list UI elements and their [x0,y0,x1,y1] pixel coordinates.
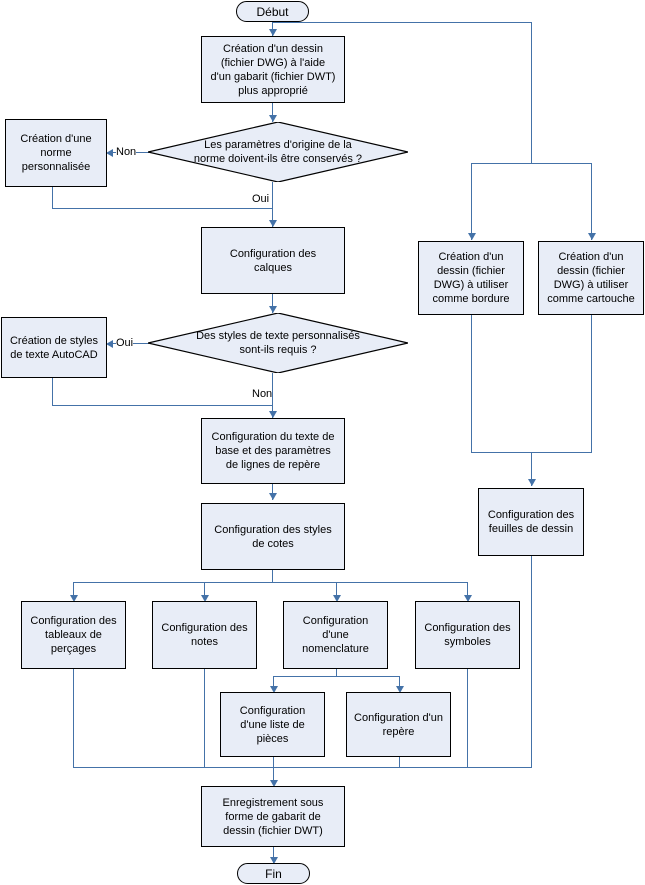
node-autocad-text-styles[interactable]: Création de styles de texte AutoCAD [1,317,107,378]
connector-textstyles-to-main [52,405,273,406]
node-config-holetables[interactable]: Configuration des tableaux de perçages [21,601,126,669]
arrowhead-to-border-dwg [468,233,476,240]
node-start[interactable]: Début [236,1,309,22]
diamond-shape-textstyles [148,313,408,373]
arrowhead-to-titleblock-dwg [588,233,596,240]
connector-split-to-bom [336,582,337,600]
node-decision-textstyles-label: Des styles de texte personnalisés sont-i… [196,330,360,356]
arrowhead-basetext-to-dimstyles [269,493,277,500]
connector-split-to-balloon [399,676,400,691]
arrowhead-split-to-partslist [270,686,278,693]
arrowhead-split-to-bom [333,595,341,602]
node-config-bom[interactable]: Configuration d'une nomenclature [283,601,388,669]
connector-save-to-end [273,847,274,863]
connector-layers-to-decision2 [272,294,273,313]
node-config-dimstyles[interactable]: Configuration des styles de cotes [201,503,345,570]
connector-symbols-down [467,669,468,768]
arrowhead-save-to-end [270,857,278,864]
node-config-notes[interactable]: Configuration des notes [152,601,257,669]
connector-split-to-partslist [273,676,274,691]
arrowhead-split-to-holetables [70,595,78,602]
node-config-symbols[interactable]: Configuration des symboles [415,601,520,669]
arrowhead-decision2-non [269,411,277,418]
node-config-partslist[interactable]: Configuration d'une liste de pièces [220,692,325,757]
connector-bottom-merge-bar [73,767,532,768]
connector-decision2-non [272,373,273,418]
connector-textstyles-down [52,378,53,405]
arrowhead-decision1-oui [269,220,277,227]
node-create-dwg[interactable]: Création d'un dessin (fichier DWG) à l'a… [201,36,345,103]
connector-notes-down [204,669,205,768]
connector-holetables-down [73,669,74,768]
connector-border-down [471,315,472,452]
arrowhead-decision2-oui [106,340,113,348]
connector-customstd-down [52,187,53,209]
connector-customstd-to-main [52,208,273,209]
arrowhead-createdwg-to-decision1 [269,115,277,122]
connector-titleblock-down [591,315,592,452]
node-save-dwt[interactable]: Enregistrement sous forme de gabarit de … [201,786,345,847]
diamond-shape-standard [148,122,408,182]
connector-bom-split-bar [273,676,399,677]
node-config-balloon[interactable]: Configuration d'un repère [346,692,451,757]
node-decision-standard[interactable]: Les paramètres d'origine de la norme doi… [148,122,408,182]
edge-label-standard-oui: Oui [252,193,270,205]
node-border-dwg[interactable]: Création d'un dessin (fichier DWG) à uti… [418,241,524,315]
connector-to-border-dwg [471,163,472,240]
connector-balloon-down [399,757,400,768]
connector-createdwg-to-decision1 [272,103,273,122]
connector-split-to-holetables [73,582,74,600]
connector-right-column-split [471,163,592,164]
connector-bom-down [336,669,337,676]
connector-merge-to-sheets [531,452,532,486]
node-config-layers[interactable]: Configuration des calques [201,227,345,294]
connector-dimstyles-down [272,570,273,583]
connector-split-to-notes [204,582,205,600]
arrowhead-decision1-non [106,149,113,157]
connector-decision1-oui [272,182,273,227]
connector-to-titleblock-dwg [591,163,592,240]
node-config-basetext[interactable]: Configuration du texte de base et des pa… [201,418,345,484]
edge-label-textstyles-non: Non [252,388,273,400]
connector-right-column-trunk [531,22,532,164]
arrowhead-split-to-balloon [396,686,404,693]
node-end[interactable]: Fin [237,863,310,884]
connector-basetext-to-dimstyles [272,484,273,500]
arrowhead-split-to-symbols [464,595,472,602]
node-config-sheets[interactable]: Configuration des feuilles de dessin [478,488,584,556]
node-decision-standard-label: Les paramètres d'origine de la norme doi… [193,139,363,165]
arrowhead-merge-to-sheets [528,479,536,486]
node-titleblock-dwg[interactable]: Création d'un dessin (fichier DWG) à uti… [538,241,644,315]
arrowhead-split-to-notes [201,595,209,602]
edge-label-textstyles-oui: Oui [116,337,134,349]
arrowhead-start-to-createdwg [269,29,277,36]
connector-four-way-split-bar [73,582,468,583]
connector-start-branch-right [272,22,532,23]
connector-merge-to-save [273,767,274,785]
node-custom-standard[interactable]: Création d'une norme personnalisée [5,119,107,187]
node-decision-textstyles[interactable]: Des styles de texte personnalisés sont-i… [148,313,408,373]
connector-split-to-symbols [467,582,468,600]
edge-label-standard-non: Non [116,146,137,158]
connector-partslist-down [273,757,274,768]
arrowhead-layers-to-decision2 [269,306,277,313]
connector-sheets-to-bottom [531,556,532,768]
arrowhead-merge-to-save [270,780,278,787]
